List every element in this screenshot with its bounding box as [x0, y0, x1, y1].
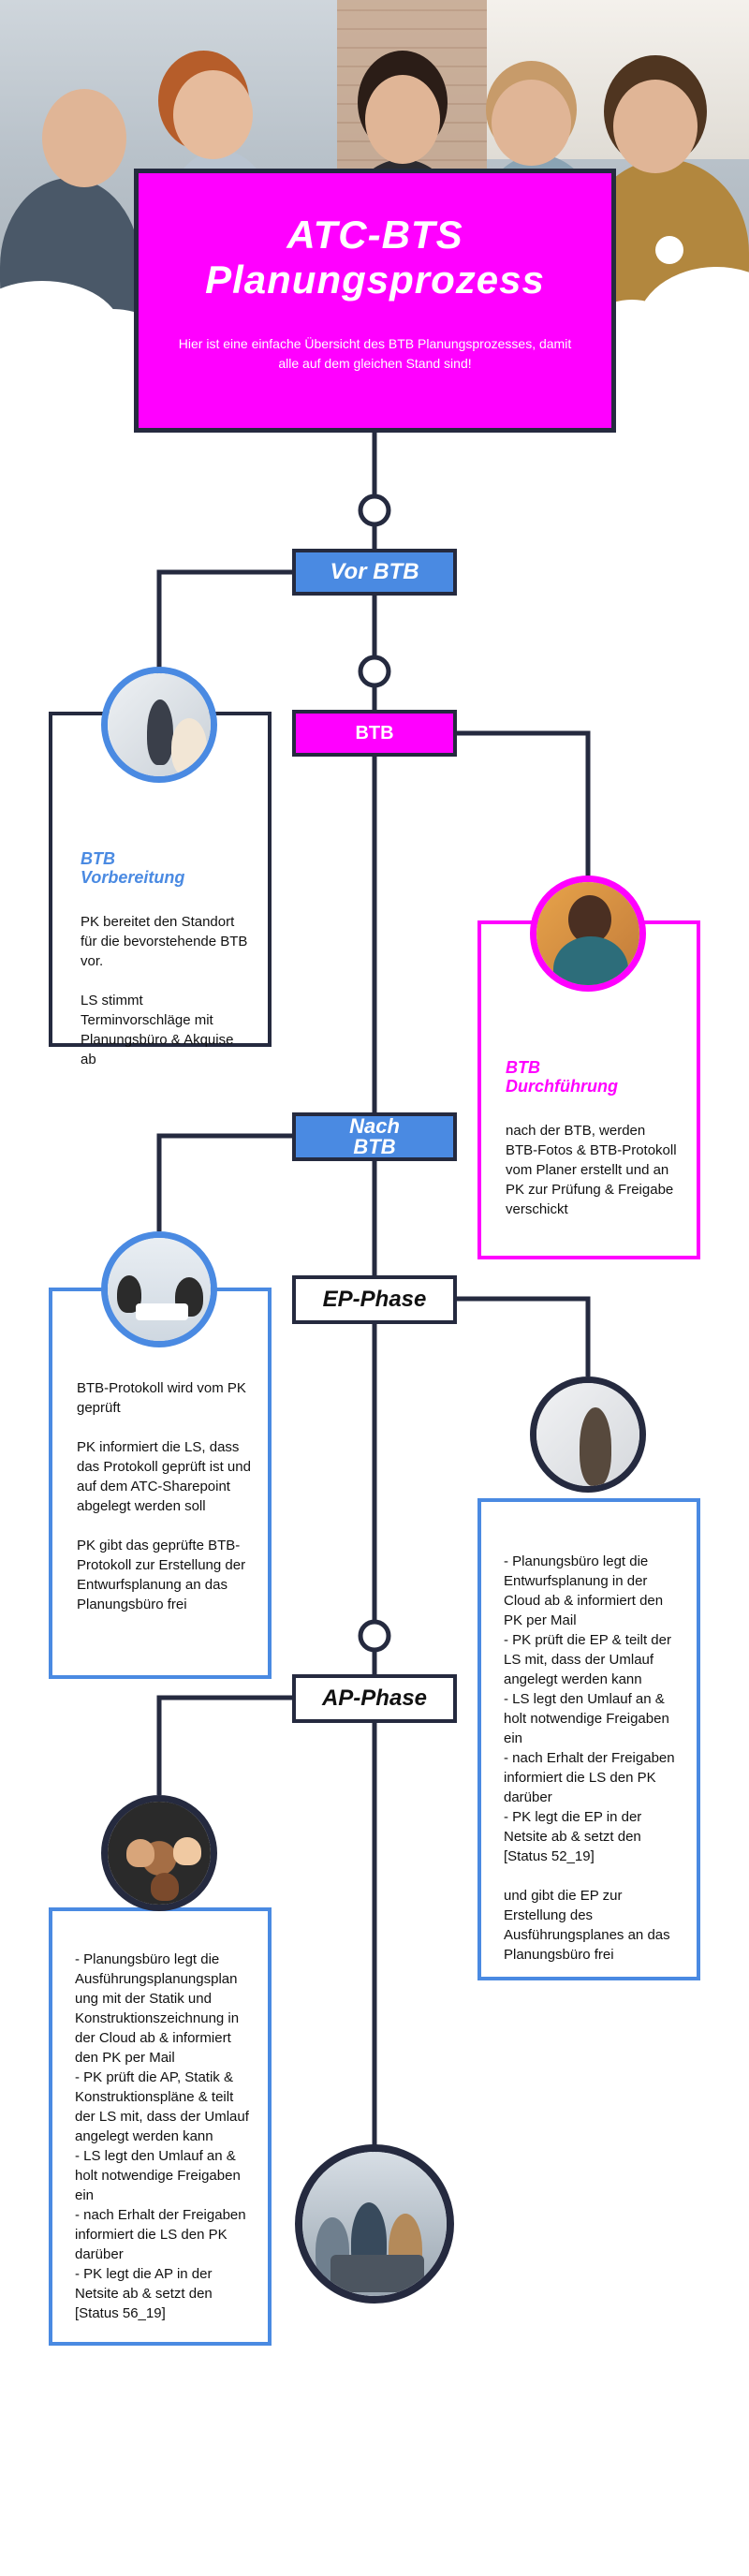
- branch-btb: [457, 730, 591, 880]
- node-circle-1: [358, 493, 391, 527]
- node-circle-2: [358, 655, 391, 688]
- branch-nach-btb: [156, 1133, 292, 1231]
- phase-nach-btb: Nach BTB: [292, 1112, 457, 1161]
- photo-vorbereitung: [101, 667, 217, 783]
- phase-ap: AP-Phase: [292, 1674, 457, 1723]
- title-box: ATC-BTS Planungsprozess Hier ist eine ei…: [134, 169, 616, 433]
- branch-ep: [457, 1296, 591, 1376]
- photo-durchfuehrung: [530, 876, 646, 992]
- hero-dot-1: [49, 298, 66, 315]
- card-ap-phase-body: - Planungsbüro legt die Ausführungsplanu…: [75, 1951, 249, 2321]
- card-btb-protokoll: BTB-Protokoll wird vom PK geprüft PK inf…: [49, 1288, 272, 1679]
- node-circle-3: [358, 1619, 391, 1653]
- phase-btb-label: BTB: [355, 722, 394, 743]
- card-ep-phase-body: - Planungsbüro legt die Entwurfsplanung …: [504, 1553, 675, 1963]
- phase-ap-label: AP-Phase: [321, 1685, 428, 1711]
- phase-ep: EP-Phase: [292, 1275, 457, 1324]
- card-ep-phase: - Planungsbüro legt die Entwurfsplanung …: [477, 1498, 700, 1980]
- phase-ep-label: EP-Phase: [322, 1287, 427, 1312]
- phase-btb: BTB: [292, 710, 457, 757]
- branch-vor-btb: [156, 569, 292, 712]
- branch-ap: [156, 1695, 292, 1795]
- photo-protokoll: [101, 1231, 217, 1347]
- page-subtitle: Hier ist eine einfache Übersicht des BTB…: [178, 336, 572, 371]
- hero-dot-2: [655, 236, 683, 264]
- card-btb-protokoll-body: BTB-Protokoll wird vom PK geprüft PK inf…: [77, 1380, 251, 1612]
- card-btb-durchfuehrung-heading: BTB Durchführung: [506, 1058, 618, 1096]
- phase-nach-btb-label: Nach BTB: [349, 1114, 400, 1158]
- card-btb-vorbereitung-heading: BTB Vorbereitung: [81, 849, 185, 887]
- card-btb-durchfuehrung-body: nach der BTB, werden BTB-Fotos & BTB-Pro…: [506, 1123, 677, 1217]
- photo-team: [295, 2144, 454, 2304]
- phase-vor-btb-label: Vor BTB: [330, 559, 419, 584]
- card-btb-vorbereitung-body: PK bereitet den Standort für die bevorst…: [81, 914, 248, 1067]
- card-ap-phase: - Planungsbüro legt die Ausführungsplanu…: [49, 1907, 272, 2346]
- photo-ep: [530, 1376, 646, 1493]
- page-title: ATC-BTS Planungsprozess: [205, 213, 545, 302]
- photo-ap: [101, 1795, 217, 1911]
- phase-vor-btb: Vor BTB: [292, 549, 457, 596]
